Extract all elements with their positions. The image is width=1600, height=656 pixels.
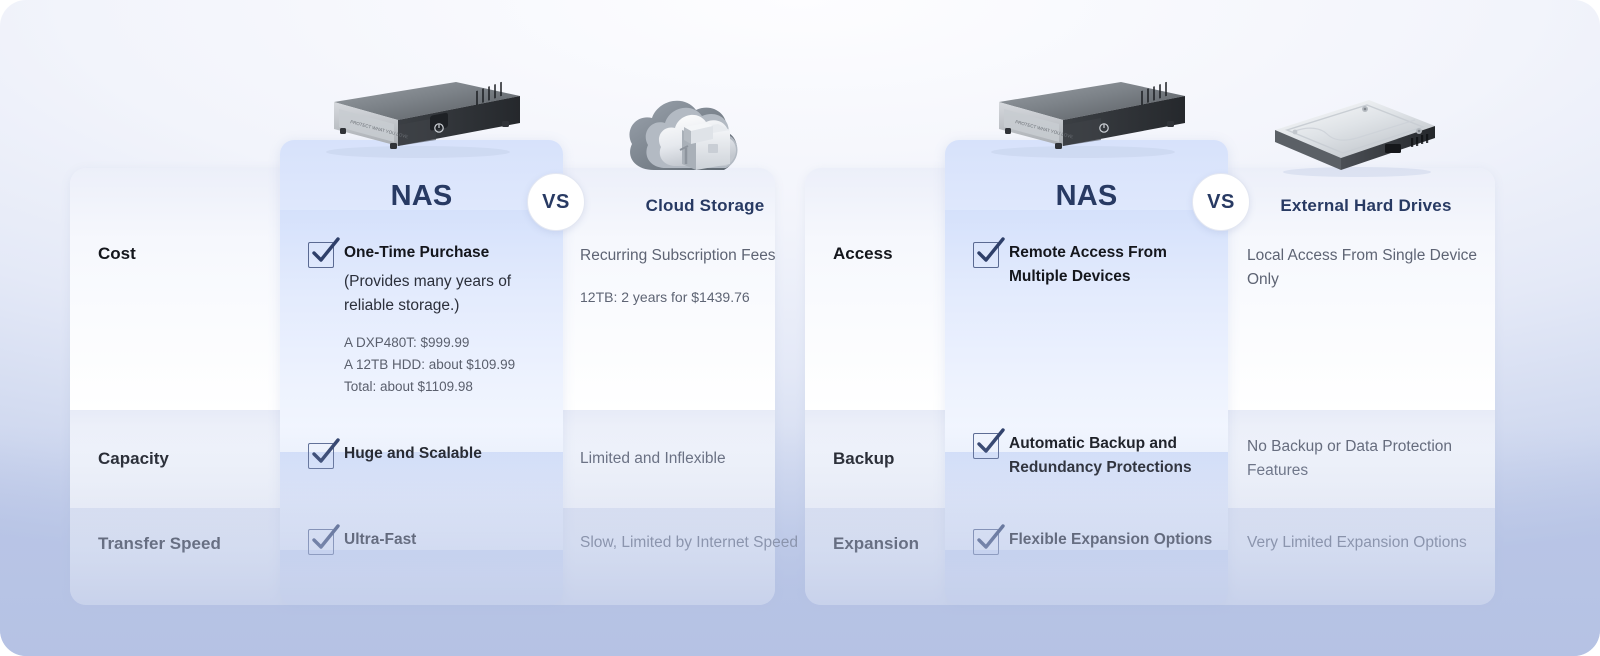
checkmark-icon	[308, 237, 340, 268]
cell-title: One-Time Purchase	[344, 244, 490, 261]
column-header-external-hard-drives: External Hard Drives	[1280, 196, 1452, 215]
cell-title: Ultra-Fast	[344, 531, 417, 548]
cell-nas-expansion: Flexible Expansion Options	[973, 524, 1223, 555]
vs-badge: VS	[1192, 173, 1250, 231]
checked-feature: One-Time Purchase	[308, 237, 558, 268]
vs-badge: VS	[527, 173, 585, 231]
cell-title: Local Access From Single Device Only	[1247, 247, 1478, 288]
comparison-table-nas-vs-cloud: PROTECT WHAT YOU LOVE	[70, 0, 798, 656]
checkmark-icon	[308, 438, 340, 469]
cell-title: Automatic Backup and Redundancy Protecti…	[1009, 435, 1192, 476]
cell-nas-cost: One-Time Purchase (Provides many years o…	[308, 237, 558, 398]
cell-nas-access: Remote Access From Multiple Devices	[973, 237, 1223, 288]
nas-highlight-column	[280, 140, 563, 605]
checkmark-icon	[973, 428, 1005, 459]
cell-title: Huge and Scalable	[344, 445, 482, 462]
cell-fine-print: A DXP480T: $999.99 A 12TB HDD: about $10…	[308, 332, 558, 398]
checked-feature: Ultra-Fast	[308, 524, 558, 555]
cell-detail: (Provides many years of reliable storage…	[344, 273, 512, 315]
row-label-access: Access	[833, 244, 893, 263]
cell-nas-transfer-speed: Ultra-Fast	[308, 524, 558, 555]
svg-text:PROTECT WHAT YOU LOVE: PROTECT WHAT YOU LOVE	[1015, 119, 1074, 139]
nas-band-expansion	[945, 550, 1228, 605]
row-label-expansion: Expansion	[833, 534, 919, 553]
checked-feature: Remote Access From Multiple Devices	[973, 237, 1223, 288]
checked-feature: Flexible Expansion Options	[973, 524, 1223, 555]
cell-title: Very Limited Expansion Options	[1247, 534, 1467, 551]
cell-title: Recurring Subscription Fees	[580, 247, 776, 264]
cell-hdd-backup: No Backup or Data Protection Features	[1247, 435, 1499, 482]
nas-band-transfer-speed	[280, 550, 563, 605]
cell-nas-capacity: Huge and Scalable	[308, 438, 558, 469]
checkmark-icon	[308, 524, 340, 555]
column-header-cloud-storage: Cloud Storage	[645, 196, 765, 215]
cell-nas-backup: Automatic Backup and Redundancy Protecti…	[973, 428, 1223, 479]
row-label-capacity: Capacity	[98, 449, 169, 468]
cell-title: Remote Access From Multiple Devices	[1009, 244, 1167, 285]
cell-title: Limited and Inflexible	[580, 450, 726, 467]
fine-line: A 12TB HDD: about $109.99	[344, 356, 516, 372]
cell-hdd-expansion: Very Limited Expansion Options	[1247, 531, 1499, 555]
cell-cloud-transfer-speed: Slow, Limited by Internet Speed	[580, 531, 832, 555]
checkmark-icon	[973, 237, 1005, 268]
column-header-nas: NAS	[1055, 180, 1118, 212]
fine-line: Total: about $1109.98	[344, 378, 473, 394]
svg-text:PROTECT WHAT YOU LOVE: PROTECT WHAT YOU LOVE	[350, 119, 409, 139]
cloud-storage-image	[629, 100, 738, 170]
cell-cloud-cost: Recurring Subscription Fees 12TB: 2 year…	[580, 244, 832, 308]
cell-note: 12TB: 2 years for $1439.76	[580, 288, 750, 305]
fine-line: A DXP480T: $999.99	[344, 335, 470, 351]
checked-feature: Automatic Backup and Redundancy Protecti…	[973, 428, 1223, 479]
column-header-nas: NAS	[390, 180, 453, 212]
comparison-table-nas-vs-external-hdd: PROTECT WHAT YOU LOVE	[805, 0, 1495, 656]
row-label-cost: Cost	[98, 244, 136, 263]
cell-hdd-access: Local Access From Single Device Only	[1247, 244, 1499, 291]
row-label-transfer-speed: Transfer Speed	[98, 534, 221, 553]
cell-title: No Backup or Data Protection Features	[1247, 438, 1453, 479]
cell-cloud-capacity: Limited and Inflexible	[580, 447, 832, 471]
row-label-backup: Backup	[833, 449, 895, 468]
cell-title: Flexible Expansion Options	[1009, 531, 1213, 548]
checked-feature: Huge and Scalable	[308, 438, 558, 469]
checkmark-icon	[973, 524, 1005, 555]
cell-title: Slow, Limited by Internet Speed	[580, 534, 798, 551]
nas-band-backup	[945, 452, 1228, 550]
